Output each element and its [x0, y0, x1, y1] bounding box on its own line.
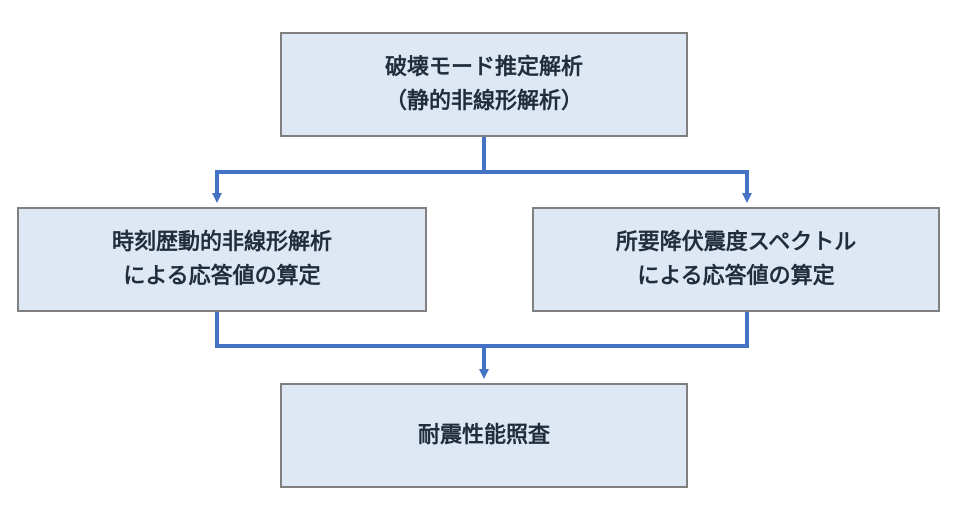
connector-top-split [217, 137, 747, 174]
node-failure-mode-analysis: 破壊モード推定解析 （静的非線形解析） [280, 32, 688, 137]
node-left-line2: による応答値の算定 [123, 263, 321, 289]
node-top-line1: 破壊モード推定解析 [384, 54, 583, 80]
node-left-line1: 時刻歴動的非線形解析 [111, 229, 332, 255]
node-seismic-performance-check: 耐震性能照査 [280, 383, 688, 488]
node-right-line1: 所要降伏震度スペクトル [615, 229, 857, 255]
node-right-line2: による応答値の算定 [637, 263, 835, 289]
connector-bottom-merge [215, 312, 749, 348]
node-top-line2: （静的非線形解析） [384, 88, 583, 114]
node-time-history-analysis: 時刻歴動的非線形解析 による応答値の算定 [17, 207, 427, 312]
node-bottom-line1: 耐震性能照査 [417, 422, 550, 448]
node-yield-spectrum-method: 所要降伏震度スペクトル による応答値の算定 [532, 207, 940, 312]
